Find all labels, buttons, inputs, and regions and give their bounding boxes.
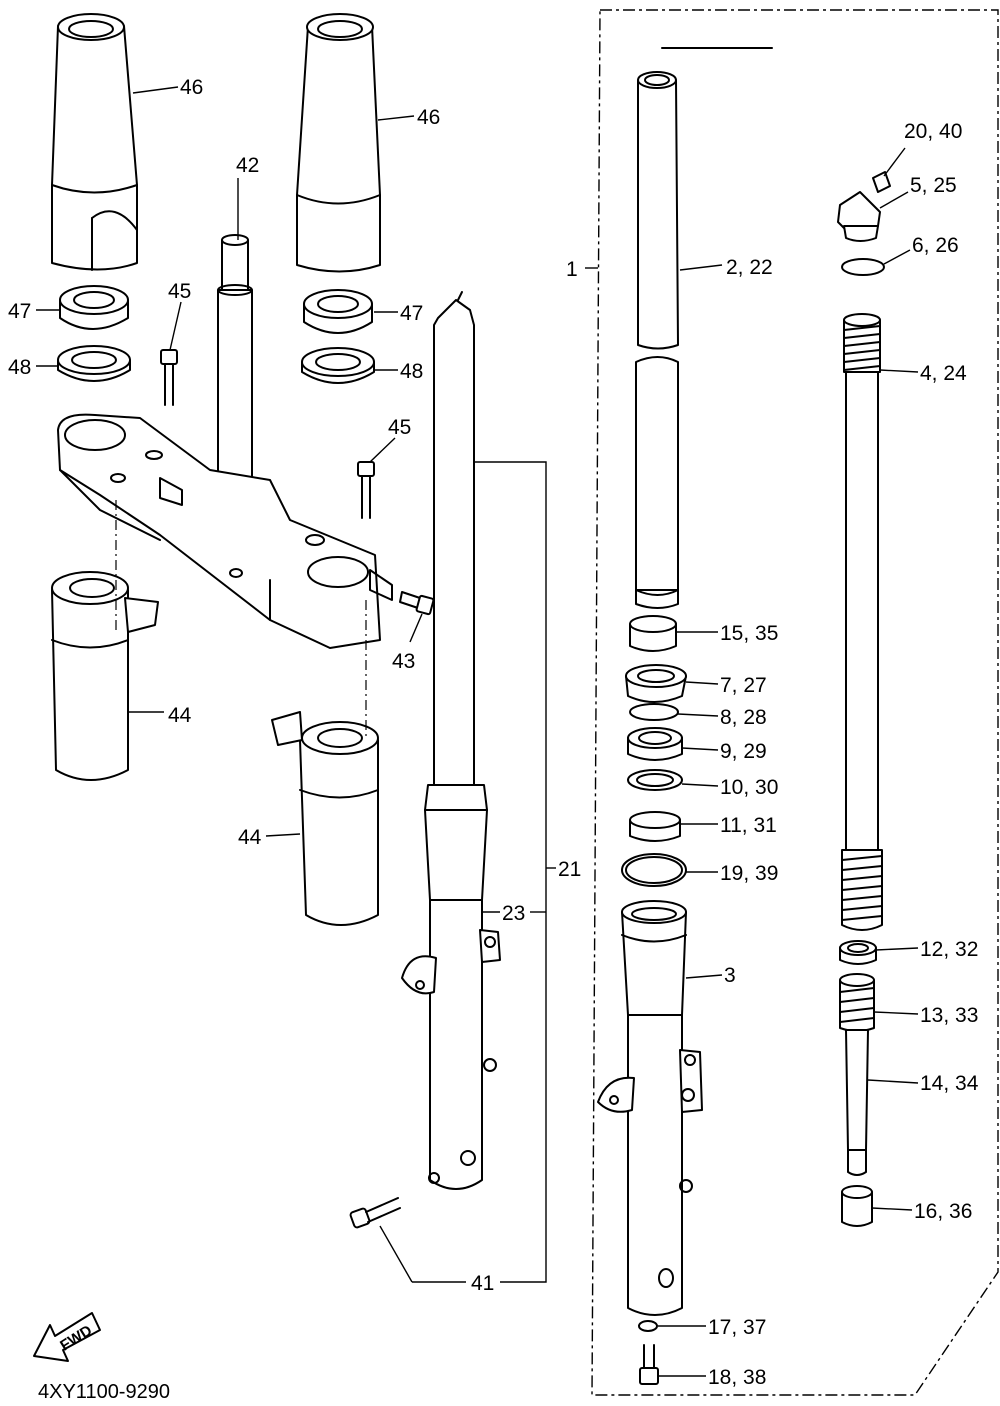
label-44-right: 44 bbox=[238, 826, 262, 849]
bushing-15 bbox=[629, 615, 677, 652]
label-13-33: 13, 33 bbox=[920, 1004, 978, 1027]
lower-fork-cover-left bbox=[51, 571, 159, 781]
label-46-left: 46 bbox=[180, 76, 203, 99]
washer-right bbox=[301, 347, 375, 384]
label-16-36: 16, 36 bbox=[914, 1200, 972, 1223]
label-8-28: 8, 28 bbox=[720, 706, 767, 729]
damper-left bbox=[59, 285, 129, 330]
label-5-25: 5, 25 bbox=[910, 174, 957, 197]
label-6-26: 6, 26 bbox=[912, 234, 959, 257]
bolt-45-left bbox=[160, 349, 178, 406]
label-23: 23 bbox=[502, 902, 525, 925]
dust-seal-7 bbox=[625, 664, 687, 703]
o-ring-19 bbox=[621, 853, 687, 887]
lower-fork-cover-right bbox=[271, 711, 379, 926]
bushing-11 bbox=[629, 811, 681, 842]
cap-bolt bbox=[837, 171, 891, 242]
drawing-code: 4XY1100-9290 bbox=[38, 1381, 170, 1403]
assembly-boundary bbox=[591, 9, 999, 1396]
upper-fork-cover-right bbox=[296, 13, 381, 273]
assembled-fork bbox=[401, 291, 501, 1190]
rebound-spring-13 bbox=[839, 973, 875, 1032]
upper-fork-cover-left bbox=[51, 13, 138, 271]
oil-lock-piece-16 bbox=[841, 1185, 873, 1227]
label-12-32: 12, 32 bbox=[920, 938, 978, 961]
label-42: 42 bbox=[236, 154, 259, 177]
label-17-37: 17, 37 bbox=[708, 1316, 766, 1339]
label-15-35: 15, 35 bbox=[720, 622, 778, 645]
label-19-39: 19, 39 bbox=[720, 862, 778, 885]
label-3: 3 bbox=[724, 964, 736, 987]
label-48-left: 48 bbox=[8, 356, 31, 379]
pinch-bolt-43 bbox=[399, 591, 435, 616]
washer-10 bbox=[627, 769, 683, 791]
under-bracket bbox=[57, 413, 393, 649]
label-41: 41 bbox=[471, 1272, 494, 1295]
label-21: 21 bbox=[558, 858, 581, 881]
inner-tube bbox=[635, 47, 773, 609]
fwd-arrow-icon: FWD bbox=[33, 1312, 101, 1362]
leader-lines bbox=[36, 86, 919, 1377]
label-48-right: 48 bbox=[400, 360, 423, 383]
label-45-right: 45 bbox=[388, 416, 411, 439]
label-20-40: 20, 40 bbox=[904, 120, 962, 143]
label-45-left: 45 bbox=[168, 280, 191, 303]
label-11-31: 11, 31 bbox=[720, 814, 777, 837]
label-9-29: 9, 29 bbox=[720, 740, 767, 763]
label-18-38: 18, 38 bbox=[708, 1366, 766, 1389]
washer-17 bbox=[638, 1320, 658, 1332]
label-2-22: 2, 22 bbox=[726, 256, 773, 279]
oil-seal-9 bbox=[627, 727, 683, 761]
spacer-12 bbox=[839, 940, 877, 965]
label-4-24: 4, 24 bbox=[920, 362, 967, 385]
o-ring-6 bbox=[841, 258, 885, 276]
fork-spring bbox=[841, 313, 883, 931]
label-14-34: 14, 34 bbox=[920, 1072, 979, 1095]
label-44-left: 44 bbox=[168, 704, 192, 727]
label-7-27: 7, 27 bbox=[720, 674, 767, 697]
clip-8 bbox=[629, 703, 679, 721]
bolt-18 bbox=[639, 1344, 659, 1385]
label-10-30: 10, 30 bbox=[720, 776, 778, 799]
damper-rod-14 bbox=[845, 1029, 869, 1176]
washer-left bbox=[57, 345, 131, 382]
label-1: 1 bbox=[566, 258, 578, 281]
label-43: 43 bbox=[392, 650, 415, 673]
bolt-45-right bbox=[357, 461, 375, 519]
label-46-right: 46 bbox=[417, 106, 440, 129]
outer-tube bbox=[597, 900, 703, 1316]
damper-right bbox=[303, 289, 373, 334]
label-47-left: 47 bbox=[8, 300, 31, 323]
axle-bolt-41 bbox=[349, 1197, 401, 1229]
label-47-right: 47 bbox=[400, 302, 423, 325]
